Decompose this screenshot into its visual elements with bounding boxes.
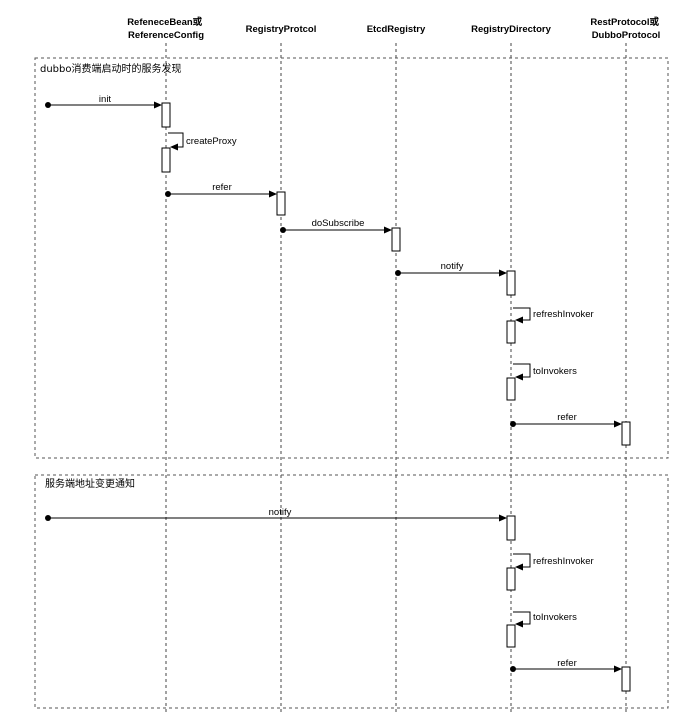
message-notify-label: notify [441, 261, 464, 272]
activation-rd-notify2 [506, 515, 516, 541]
participant-rest-line2: DubboProtocol [592, 30, 661, 41]
activation-registry-protocol [276, 191, 286, 216]
participant-registry-protocol: RegistryProtcol [246, 24, 317, 35]
participant-registry-directory: RegistryDirectory [471, 24, 551, 35]
participant-ref: RefeneceBean或 ReferenceConfig [127, 16, 205, 41]
message-toinvokers-label: toInvokers [533, 366, 577, 377]
message-toinvokers2-label: toInvokers [533, 612, 577, 623]
frame-startup-title: dubbo消费端启动时的服务发现 [40, 62, 182, 75]
message-refer3-label: refer [557, 658, 577, 669]
message-refreshinvoker-label: refreshInvoker [533, 309, 594, 320]
activation-rd-refreshinvoker [506, 320, 516, 344]
message-init-label: init [99, 94, 112, 105]
message-refer2-label: refer [557, 412, 577, 423]
activation-rd-refreshinvoker2 [506, 567, 516, 591]
activation-rd-notify [506, 270, 516, 296]
message-dosubscribe-label: doSubscribe [312, 218, 365, 229]
message-notify2-label: notify [269, 507, 292, 518]
participant-etcd-registry: EtcdRegistry [367, 24, 426, 35]
frame-change [34, 474, 669, 709]
message-refreshinvoker2-arrow [513, 553, 531, 571]
message-createproxy-label: createProxy [186, 136, 237, 147]
activation-ref-init [161, 102, 171, 128]
participant-rest-line1: RestProtocol或 [590, 16, 659, 28]
message-createproxy-arrow [168, 132, 184, 151]
activation-etcd-registry [391, 227, 401, 252]
frame-change-title: 服务端地址变更通知 [45, 477, 135, 490]
message-refreshinvoker2-label: refreshInvoker [533, 556, 594, 567]
frame-startup [34, 57, 669, 459]
participant-rest-protocol: RestProtocol或 DubboProtocol [590, 16, 661, 41]
message-toinvokers2-arrow [513, 611, 531, 628]
participant-ref-line1: RefeneceBean或 [127, 16, 202, 28]
participant-ref-line2: ReferenceConfig [128, 30, 204, 41]
activation-rest-protocol [621, 421, 631, 446]
activation-rest-protocol2 [621, 666, 631, 692]
message-refer-label: refer [212, 182, 232, 193]
message-refreshinvoker-arrow [513, 307, 531, 324]
message-toinvokers-arrow [513, 363, 531, 381]
activation-ref-createproxy [161, 147, 171, 173]
activation-rd-toinvokers [506, 377, 516, 401]
activation-rd-toinvokers2 [506, 624, 516, 648]
